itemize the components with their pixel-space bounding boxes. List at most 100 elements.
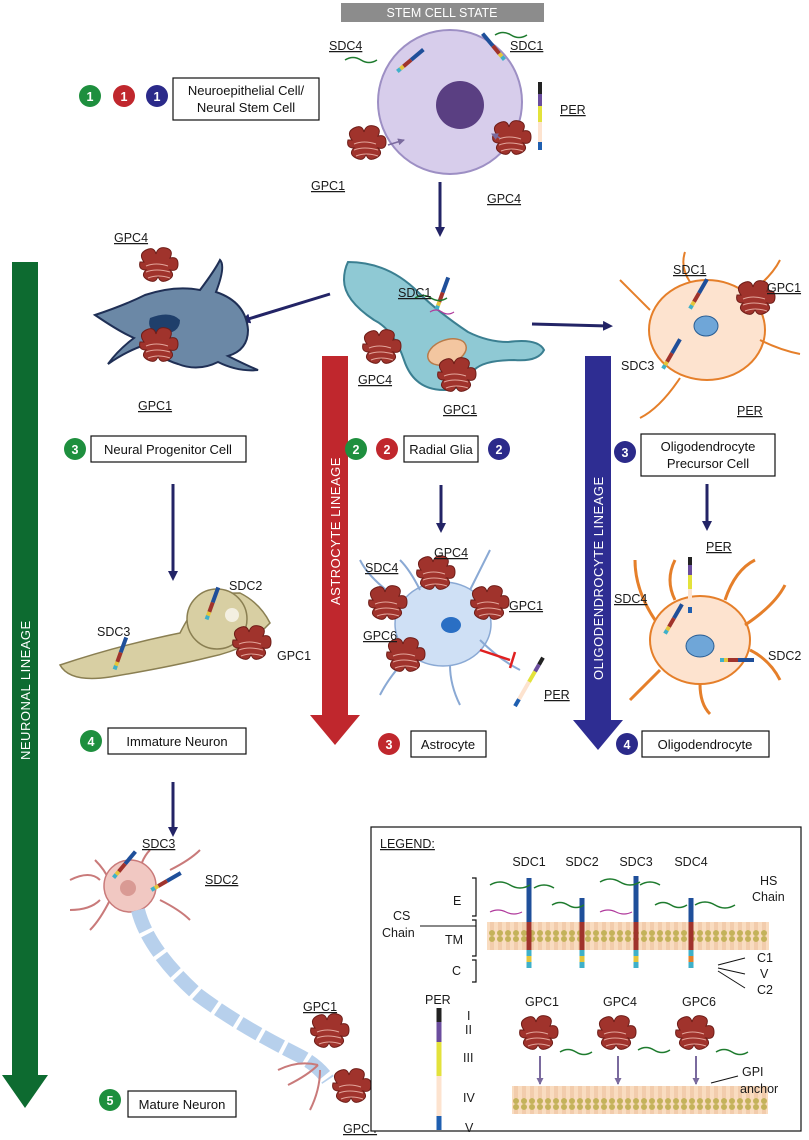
progenitor-label-box <box>90 435 247 463</box>
neuronal-lineage-head <box>2 1075 48 1108</box>
legend-gpc-chains <box>559 1046 749 1056</box>
oligodendrocyte-label: Oligodendrocyte <box>658 737 753 752</box>
astro-gpc1-label: GPC1 <box>509 599 543 613</box>
astro-sdc4-label: SDC4 <box>365 561 398 575</box>
neuronal-lineage-label: NEURONAL LINEAGE <box>18 620 33 760</box>
astrocyte-badge-number: 3 <box>386 738 393 752</box>
opc-label-box <box>640 433 776 477</box>
stem-gpc1-label: GPC1 <box>311 179 345 193</box>
oligodendrocyte-badge <box>616 733 638 755</box>
oligo-sdc4-label: SDC4 <box>614 592 647 606</box>
legend-gpc-membrane <box>512 1086 768 1114</box>
oligodendrocyte-illustration <box>628 557 787 716</box>
legend-c2-line <box>717 970 746 989</box>
legend-c1-line <box>717 957 746 966</box>
mature-gpc1-label: GPC1 <box>303 1000 337 1014</box>
stem-badge-red <box>113 85 135 107</box>
astrocyte-lineage-label: ASTROCYTE LINEAGE <box>328 457 343 605</box>
legend-hs-line1: HS <box>760 874 777 888</box>
legend-per-i: I <box>467 1009 470 1023</box>
radial-badge-red-number: 2 <box>384 443 391 457</box>
immature-neuron-illustration <box>58 586 272 680</box>
stem-cell-state-title: STEM CELL STATE <box>387 6 498 20</box>
oligodendrocyte-lineage-head <box>573 720 623 750</box>
mature-badge <box>99 1089 121 1111</box>
stem-badge-green-number: 1 <box>87 90 94 104</box>
progenitor-badge-number: 3 <box>72 443 79 457</box>
radial-badge-blue <box>488 438 510 460</box>
progenitor-gpc4-label: GPC4 <box>114 231 148 245</box>
arrow-radial-to-progenitor <box>240 292 331 324</box>
legend-domain-brackets <box>472 877 477 983</box>
opc-label-line1: Oligodendrocyte <box>661 439 756 454</box>
neuroepithelial-label-line2: Neural Stem Cell <box>197 100 295 115</box>
neuroepithelial-label-box <box>172 77 320 121</box>
neural-progenitor-illustration <box>92 247 259 372</box>
neuroepithelial-label-line1: Neuroepithelial Cell/ <box>188 83 305 98</box>
oligodendrocyte-label-box <box>641 730 770 758</box>
neuronal-lineage-bar <box>12 262 38 1077</box>
radial-badge-green <box>345 438 367 460</box>
legend-per-ii: II <box>465 1023 472 1037</box>
immature-sdc2-label: SDC2 <box>229 579 262 593</box>
mature-gpc4-label: GPC4 <box>343 1122 377 1136</box>
stem-cell-state-banner <box>341 3 544 22</box>
legend-per-iv: IV <box>463 1091 475 1105</box>
opc-sdc3-label: SDC3 <box>621 359 654 373</box>
legend-sdc-rods <box>489 876 736 968</box>
radial-sdc1-label: SDC1 <box>398 286 431 300</box>
mature-sdc2-label: SDC2 <box>205 873 238 887</box>
legend-sdc2: SDC2 <box>565 855 598 869</box>
legend-per-iii: III <box>463 1051 473 1065</box>
legend-domain-tm: TM <box>445 933 463 947</box>
stem-badge-green <box>79 85 101 107</box>
mature-label-box <box>127 1090 237 1118</box>
stem-badge-blue-number: 1 <box>154 90 161 104</box>
legend-cs-line1: CS <box>393 909 410 923</box>
radial-gpc4-label: GPC4 <box>358 373 392 387</box>
astro-gpc6-label: GPC6 <box>363 629 397 643</box>
astrocyte-lineage-bar <box>322 356 348 716</box>
oligodendrocyte-badge-number: 4 <box>624 738 631 752</box>
stem-badge-blue <box>146 85 168 107</box>
legend-v-line <box>717 967 746 975</box>
immature-badge-number: 4 <box>88 735 95 749</box>
legend-sdc1: SDC1 <box>512 855 545 869</box>
legend-domain-c: C <box>452 964 461 978</box>
legend-gpi-line2: anchor <box>740 1082 778 1096</box>
legend-title: LEGEND: <box>380 837 435 851</box>
legend-gpi-line1: GPI <box>742 1065 764 1079</box>
astro-per-label: PER <box>544 688 570 702</box>
opc-badge-number: 3 <box>622 446 629 460</box>
oligodendrocyte-lineage-bar <box>585 356 611 722</box>
radial-badge-red <box>376 438 398 460</box>
legend-v: V <box>760 967 769 981</box>
mature-label: Mature Neuron <box>139 1097 226 1112</box>
progenitor-label: Neural Progenitor Cell <box>104 442 232 457</box>
opc-per-label: PER <box>737 404 763 418</box>
progenitor-gpc1-label: GPC1 <box>138 399 172 413</box>
stem-gpc4-label: GPC4 <box>487 192 521 206</box>
stem-sdc1-label: SDC1 <box>510 39 543 53</box>
stem-sdc4-label: SDC4 <box>329 39 362 53</box>
radial-gpc1-label: GPC1 <box>443 403 477 417</box>
mature-badge-number: 5 <box>107 1094 114 1108</box>
legend-c1: C1 <box>757 951 773 965</box>
legend-cs-line2: Chain <box>382 926 415 940</box>
immature-gpc1-label: GPC1 <box>277 649 311 663</box>
mature-sdc3-label: SDC3 <box>142 837 175 851</box>
radial-glia-label: Radial Glia <box>409 442 473 457</box>
opc-gpc1-label: GPC1 <box>767 281 801 295</box>
radial-glia-illustration <box>342 260 546 392</box>
astrocyte-lineage-head <box>310 715 360 745</box>
radial-badge-blue-number: 2 <box>496 443 503 457</box>
legend-hs-line2: Chain <box>752 890 785 904</box>
legend-box <box>370 826 802 1132</box>
oligodendrocyte-lineage-label: OLIGODENDROCYTE LINEAGE <box>591 476 606 680</box>
progenitor-badge <box>64 438 86 460</box>
astrocyte-label-box <box>410 730 487 758</box>
immature-label: Immature Neuron <box>126 734 227 749</box>
legend-gpc1: GPC1 <box>525 995 559 1009</box>
immature-sdc3-label: SDC3 <box>97 625 130 639</box>
